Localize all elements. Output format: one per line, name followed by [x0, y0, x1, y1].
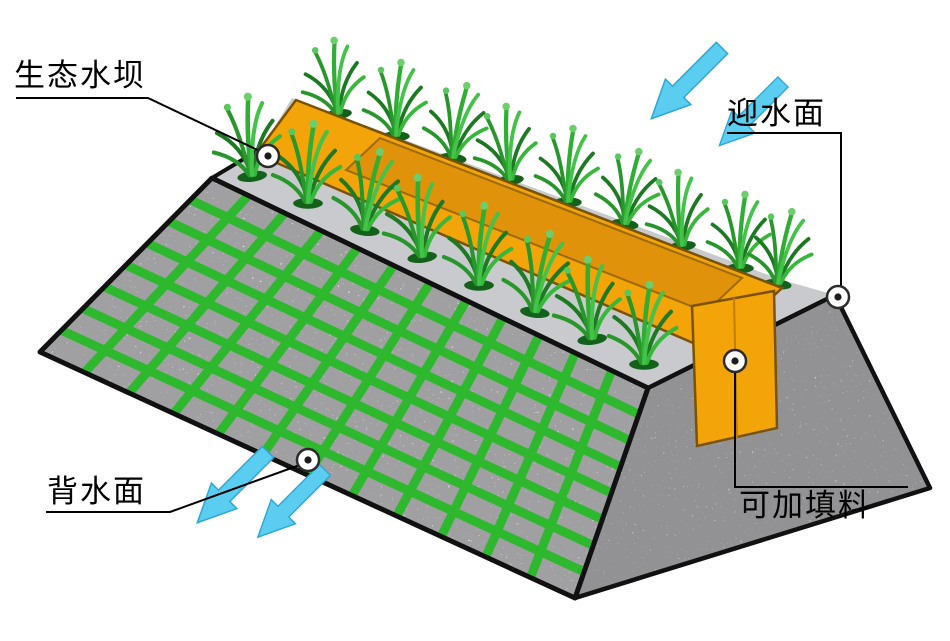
- label-upstream-face: 迎水面: [727, 96, 826, 131]
- grid-line: [214, 245, 361, 437]
- grid-line: [259, 262, 398, 458]
- callout-markers: [255, 143, 851, 473]
- label-eco-dam: 生态水坝: [14, 58, 146, 93]
- grid-mesh: [59, 192, 641, 580]
- marker-downstream: [295, 447, 321, 473]
- grid-line: [81, 192, 252, 376]
- grid-line: [481, 351, 580, 559]
- grid-line: [392, 315, 507, 519]
- leader-filler: [734, 362, 908, 488]
- leader-lines: [16, 97, 908, 513]
- grid-line: [526, 368, 616, 580]
- grid-line: [348, 298, 471, 498]
- grid-line: [125, 210, 289, 396]
- label-downstream-face: 背水面: [47, 474, 146, 509]
- leader-upstream: [727, 132, 842, 296]
- leader-eco-dam: [16, 97, 267, 155]
- label-filler: 可加填料: [739, 488, 871, 523]
- grid-line: [170, 227, 325, 417]
- marker-upstream: [825, 284, 851, 310]
- marker-filler: [722, 348, 748, 374]
- inflow-arrow: [637, 34, 736, 133]
- marker-eco-dam: [255, 143, 281, 169]
- right-end-face: [572, 292, 933, 601]
- grid-line: [303, 280, 434, 478]
- leader-downstream: [46, 461, 309, 513]
- front-slope-face: [37, 175, 651, 601]
- grid-line: [437, 333, 544, 539]
